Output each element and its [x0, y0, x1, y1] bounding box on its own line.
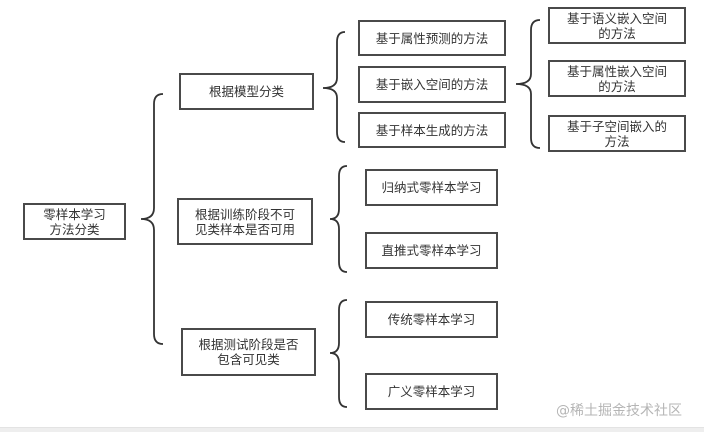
node-attribute-embedding: 基于属性嵌入空间的方法 [548, 60, 686, 97]
node-by-model: 根据模型分类 [179, 73, 314, 110]
node-subspace-embedding: 基于子空间嵌入的方法 [548, 115, 686, 152]
brace-embedding [515, 19, 541, 149]
brace-root [140, 93, 164, 345]
node-conventional-zsl: 传统零样本学习 [365, 301, 498, 338]
node-inductive-zsl: 归纳式零样本学习 [365, 169, 498, 206]
root-node: 零样本学习 方法分类 [23, 203, 126, 240]
node-transductive-zsl: 直推式零样本学习 [365, 232, 498, 269]
node-sample-generation: 基于样本生成的方法 [358, 112, 506, 148]
node-by-training-availability: 根据训练阶段不可见类样本是否可用 [177, 198, 313, 245]
node-attribute-prediction: 基于属性预测的方法 [358, 20, 506, 56]
brace-model [322, 31, 346, 143]
watermark: @稀土掘金技术社区 [556, 403, 682, 419]
node-semantic-embedding: 基于语义嵌入空间的方法 [548, 7, 686, 44]
brace-test [329, 299, 348, 408]
brace-training [329, 165, 348, 273]
bottom-divider [0, 427, 704, 432]
node-embedding-space: 基于嵌入空间的方法 [358, 66, 506, 103]
node-generalized-zsl: 广义零样本学习 [365, 373, 498, 410]
node-by-test-seen-classes: 根据测试阶段是否包含可见类 [181, 328, 316, 376]
